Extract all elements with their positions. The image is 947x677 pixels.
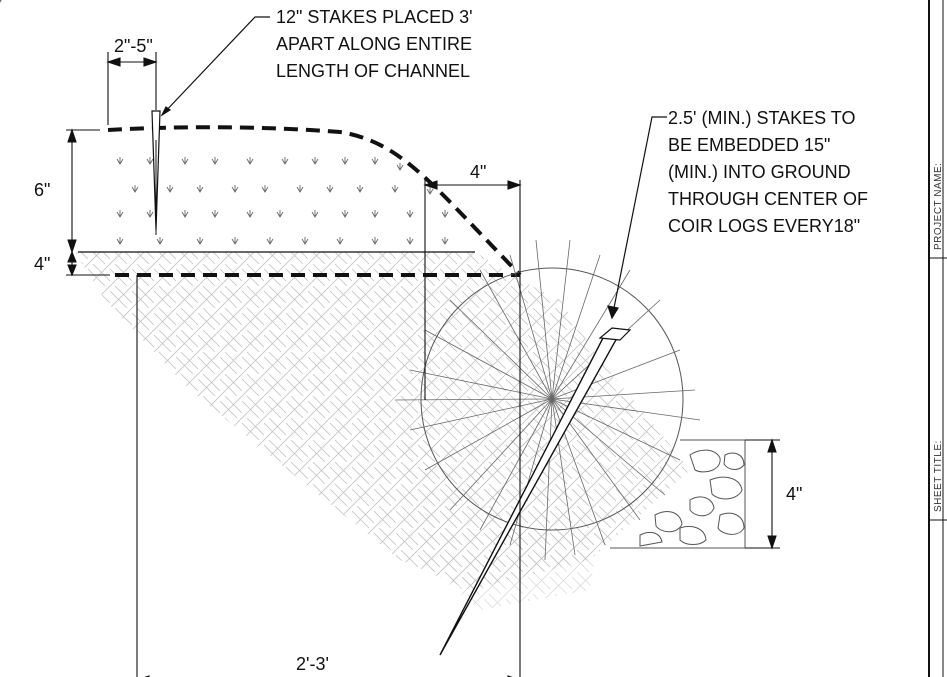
dim-text-stake-spacing: 2"-5"	[114, 36, 153, 56]
surface-stake-leader	[160, 16, 270, 117]
ground-hatch	[75, 252, 690, 610]
dim-stake-spacing	[106, 52, 158, 125]
surface-stake-note-line: 12" STAKES PLACED 3'	[276, 7, 473, 27]
dim-text-offset: 4"	[470, 162, 486, 182]
dim-rock-height	[745, 438, 780, 550]
title-block-project-name: PROJECT NAME:	[933, 163, 944, 250]
surface-stake	[151, 110, 161, 235]
stone-riprap	[610, 439, 746, 549]
coir-stake-note-line: (MIN.) INTO GROUND	[668, 162, 851, 182]
dim-soil-depth	[66, 128, 100, 254]
dim-text-rock-height: 4"	[786, 484, 802, 504]
dim-excavation-depth	[66, 250, 110, 277]
coir-stake-note-line: THROUGH CENTER OF	[668, 189, 868, 209]
dim-offset	[423, 180, 522, 400]
coir-stake-note: 2.5' (MIN.) STAKES TO BE EMBEDDED 15" (M…	[668, 108, 868, 236]
dim-text-width: 2'-3'	[296, 654, 329, 674]
surface-stake-note-line: APART ALONG ENTIRE	[276, 34, 472, 54]
coir-stake-note-line: BE EMBEDDED 15"	[668, 135, 830, 155]
surface-stake-note-line: LENGTH OF CHANNEL	[276, 61, 470, 81]
coir-stake-leader	[607, 116, 667, 320]
title-block: PROJECT NAME: SHEET TITLE:	[928, 0, 947, 677]
dim-text-excavation-depth: 4"	[34, 254, 50, 274]
coir-stake-note-line: COIR LOGS EVERY18"	[668, 216, 860, 236]
coir-stake-note-line: 2.5' (MIN.) STAKES TO	[668, 108, 855, 128]
dim-text-soil-depth: 6"	[34, 180, 50, 200]
coir-log	[394, 239, 701, 561]
surface-stake-note: 12" STAKES PLACED 3' APART ALONG ENTIRE …	[276, 7, 473, 81]
title-block-sheet-title: SHEET TITLE:	[933, 440, 944, 512]
